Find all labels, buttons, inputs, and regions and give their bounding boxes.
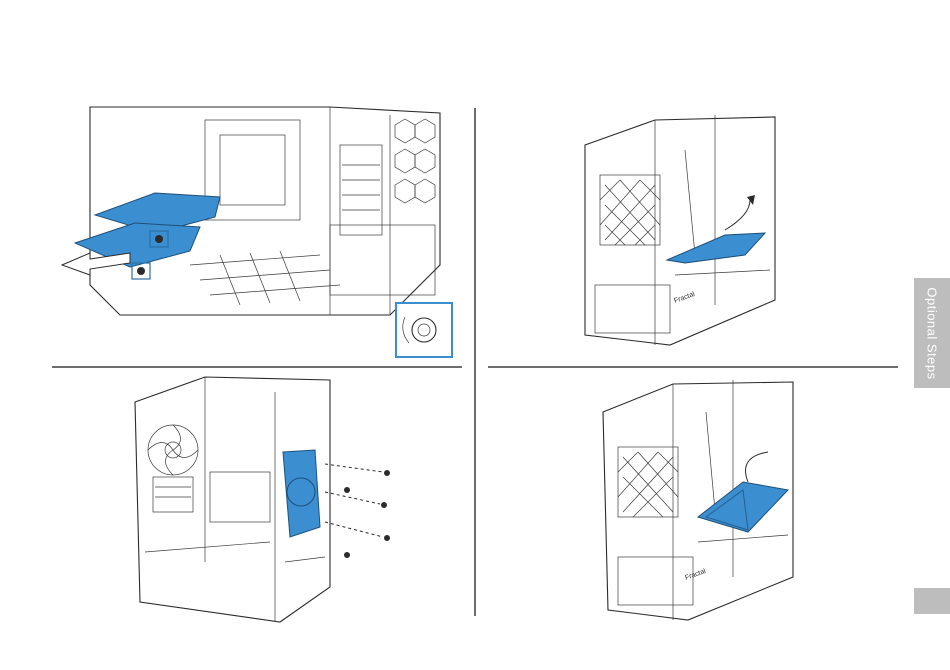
page-tab-marker: [914, 588, 950, 614]
horizontal-divider-right: [488, 366, 898, 368]
vertical-divider: [474, 108, 476, 616]
figure-install-drive-cage: Fractal: [598, 372, 808, 622]
figure-tilt-bracket-into-case: Fractal: [575, 105, 785, 355]
horizontal-divider-left: [52, 366, 462, 368]
optional-steps-tab: Optional Steps: [914, 278, 950, 388]
figure-mount-bracket-on-fan-rail: [125, 372, 405, 627]
case-brand-logo-2: Fractal: [684, 568, 707, 582]
optional-steps-label: Optional Steps: [925, 287, 940, 379]
figure-remove-drive-brackets: [60, 105, 460, 360]
case-brand-logo: Fractal: [673, 291, 696, 305]
